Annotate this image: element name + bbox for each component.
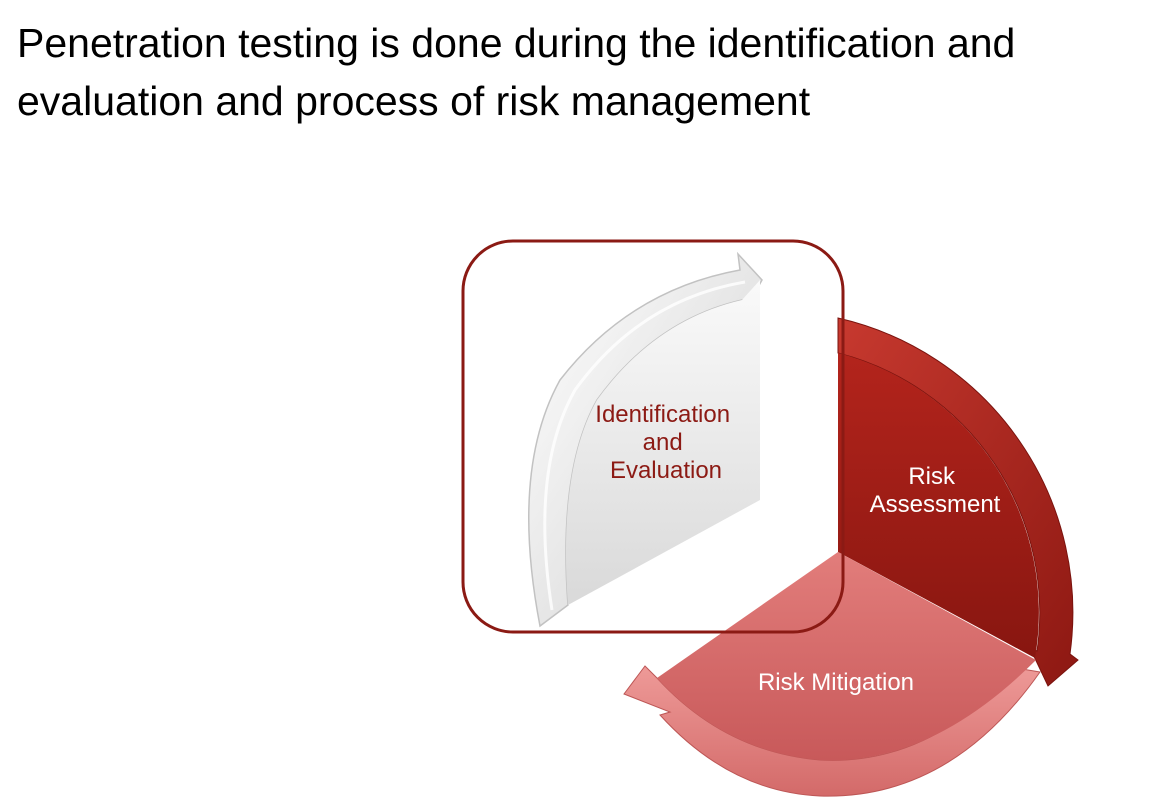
risk-mitigation-rim (623, 665, 1041, 797)
segment-identification-evaluation: Identification and Evaluation (528, 251, 763, 628)
risk-assessment-label-line-1: Risk (908, 463, 956, 490)
risk-assessment-label-line-2: Assessment (870, 491, 1001, 518)
risk-assessment-rim (837, 317, 1079, 687)
slide-title-line-1: Penetration testing is done during the i… (17, 20, 1016, 66)
identification-label: Identification and Evaluation (595, 401, 736, 484)
risk-mitigation-label: Risk Mitigation (758, 669, 914, 696)
slide-title: Penetration testing is done during the i… (17, 14, 1147, 130)
identification-body (565, 280, 760, 605)
risk-mitigation-body (657, 552, 1036, 761)
risk-assessment-body (838, 353, 1039, 658)
identification-arrow-highlight (543, 280, 746, 611)
segment-risk-mitigation: Risk Mitigation (623, 552, 1041, 797)
identification-label-line-2: and (643, 429, 683, 456)
risk-assessment-label: Risk Assessment (870, 463, 1001, 518)
identification-label-line-3: Evaluation (610, 457, 722, 484)
segment-risk-assessment: Risk Assessment (837, 317, 1079, 687)
slide-title-line-2: evaluation and process of risk managemen… (17, 78, 811, 124)
identification-label-line-1: Identification (595, 401, 730, 428)
highlight-frame (461, 239, 845, 634)
